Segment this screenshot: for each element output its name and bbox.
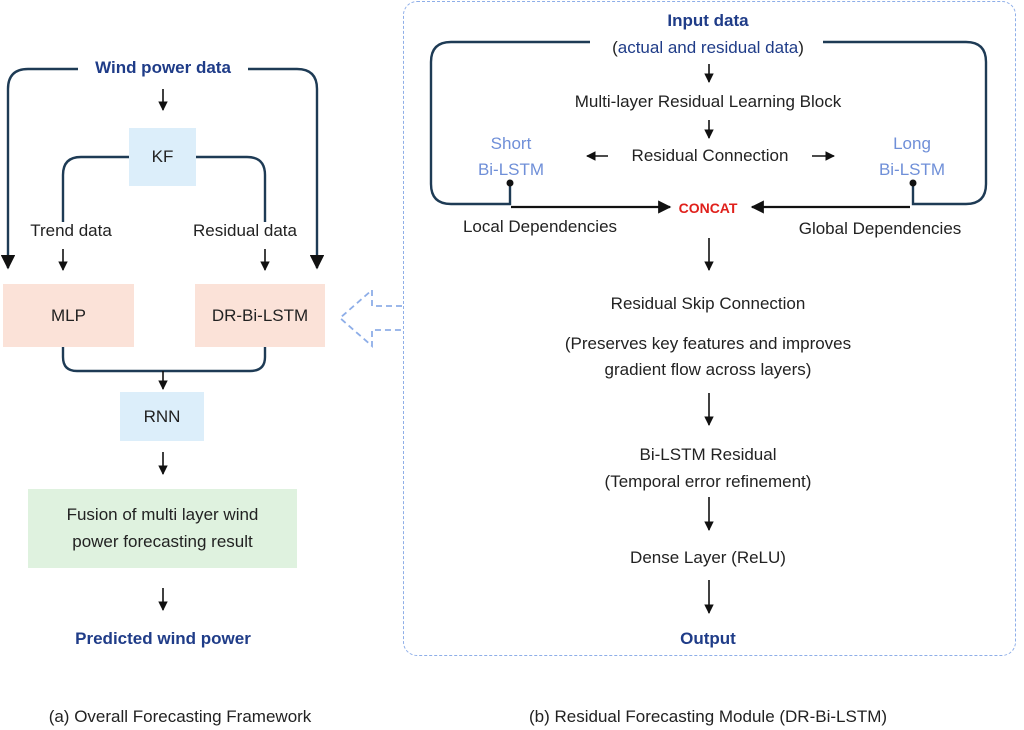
kf-label: KF [151, 147, 174, 166]
residual-skip-connection-label: Residual Skip Connection [610, 294, 806, 313]
long-bi-lstm-line-1: Long [893, 134, 931, 153]
predicted-wind-power-label: Predicted wind power [75, 629, 251, 648]
temporal-error-label: (Temporal error refinement) [604, 472, 812, 491]
concat-label: CONCAT [678, 200, 738, 216]
residual-data-label: Residual data [193, 221, 297, 240]
input-data-subtitle: (actual and residual data) [612, 38, 804, 58]
preserves-line-1: (Preserves key features and improves [564, 334, 852, 353]
input-sub-close: ) [798, 38, 804, 57]
dense-layer-label: Dense Layer (ReLU) [630, 548, 786, 567]
dr-bi-lstm-box: DR-Bi-LSTM [195, 284, 325, 347]
dr-bi-lstm-label: DR-Bi-LSTM [211, 305, 309, 325]
fusion-line-1: Fusion of multi layer wind [66, 505, 259, 524]
multi-layer-block-label: Multi-layer Residual Learning Block [574, 92, 842, 111]
residual-connection-label: Residual Connection [631, 146, 789, 165]
input-sub-text: actual and residual data [617, 38, 799, 57]
long-bi-lstm-line-2: Bi-LSTM [878, 160, 946, 179]
output-label: Output [680, 629, 736, 648]
wind-power-data-label: Wind power data [95, 58, 231, 77]
rnn-label: RNN [143, 406, 181, 426]
trend-data-label: Trend data [30, 221, 112, 240]
rnn-box: RNN [120, 392, 204, 441]
preserves-line-2: gradient flow across layers) [604, 360, 812, 379]
caption-b: (b) Residual Forecasting Module (DR-Bi-L… [528, 707, 888, 726]
input-sub-open: ( [612, 38, 618, 57]
dr-bi-lstm-module-frame [403, 1, 1016, 656]
short-bi-lstm-line-2: Bi-LSTM [477, 160, 545, 179]
fusion-line-2: power forecasting result [72, 532, 253, 551]
local-dependencies-label: Local Dependencies [462, 217, 618, 236]
short-bi-lstm-line-1: Short [490, 134, 532, 153]
bi-lstm-residual-label: Bi-LSTM Residual [639, 445, 777, 464]
fusion-box: Fusion of multi layer wind power forecas… [28, 489, 297, 568]
kf-box: KF [129, 128, 196, 186]
input-data-label: Input data [667, 11, 749, 30]
global-dependencies-label: Global Dependencies [798, 219, 962, 238]
mlp-box: MLP [3, 284, 134, 347]
caption-a: (a) Overall Forecasting Framework [48, 707, 312, 726]
mlp-label: MLP [51, 305, 86, 325]
